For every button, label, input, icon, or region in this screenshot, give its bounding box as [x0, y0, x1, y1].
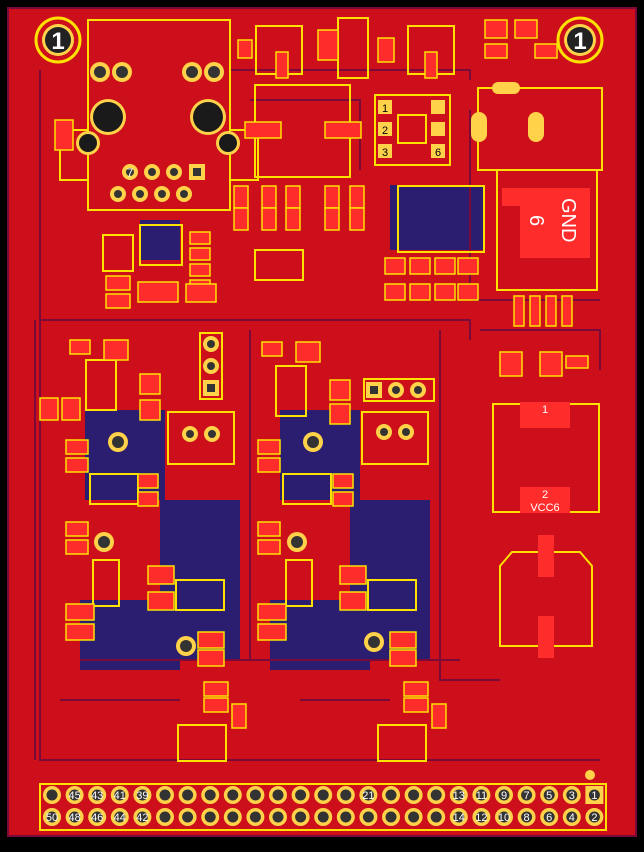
mounting-hole-right-label: 1 — [573, 28, 586, 55]
vcc-block: 1 2 VCC6 — [492, 402, 600, 514]
header-pin-top-22: 5 — [546, 790, 552, 802]
top-connector: 7 — [59, 19, 259, 211]
header-pin-bottom-3: 44 — [114, 812, 126, 824]
jumper-block: 1 2 3 6 — [374, 94, 451, 166]
header-pin-bottom-21: 8 — [524, 812, 530, 824]
vcc-pad-2: 2 — [542, 489, 548, 501]
header-pin-bottom-18: 14 — [453, 812, 465, 824]
gnd-number: 6 — [525, 215, 547, 226]
header-pin-bottom-19: 12 — [475, 812, 487, 824]
header-pin-bottom-23: 4 — [569, 812, 575, 824]
bottom-right-regulator — [499, 535, 593, 658]
header-pin-bottom-1: 48 — [68, 812, 80, 824]
gnd-pad: GND 6 — [496, 169, 598, 291]
header-pin-top-4: 39 — [136, 790, 148, 802]
header-pin-top-1: 45 — [68, 790, 80, 802]
header-pin-top-21: 7 — [524, 790, 530, 802]
gnd-label: GND — [557, 198, 579, 242]
header-pin-top-19: 11 — [476, 790, 487, 802]
vias — [94, 336, 595, 780]
jumper-pin-6: 6 — [435, 147, 441, 159]
bottom-header — [39, 783, 607, 831]
jumper-pin-3: 3 — [382, 147, 388, 159]
header-top-row: 45 43 41 39 21 13 11 9 7 5 3 1 — [43, 786, 604, 804]
header-pin-top-20: 9 — [501, 790, 507, 802]
header-pin-top-14: 21 — [362, 790, 374, 802]
smd-components — [85, 17, 485, 762]
top-right-connector — [471, 82, 603, 171]
header-pin-bottom-20: 10 — [498, 812, 510, 824]
vcc-net-label: VCC6 — [530, 502, 559, 514]
header-pin-top-18: 13 — [453, 790, 465, 802]
mounting-hole-left: 1 — [34, 16, 82, 64]
header-pin-top-2: 43 — [91, 790, 103, 802]
mounting-hole-right: 1 — [556, 16, 604, 64]
smd-pads — [39, 19, 589, 729]
header-pin-bottom-4: 42 — [136, 812, 148, 824]
header-pin-top-23: 3 — [569, 790, 575, 802]
header-pin-top-3: 41 — [114, 790, 126, 802]
mounting-hole-left-label: 1 — [51, 28, 64, 55]
jumper-pin-2: 2 — [382, 125, 388, 137]
vcc-pad-1: 1 — [542, 404, 548, 416]
connector-pin-7-label: 7 — [127, 166, 134, 180]
header-pin-bottom-24: 2 — [591, 812, 597, 824]
jumper-pin-1: 1 — [382, 103, 388, 115]
header-pin-bottom-0: 50 — [46, 812, 58, 824]
header-pin-top-24: 1 — [591, 790, 597, 802]
header-pin-bottom-22: 6 — [546, 812, 552, 824]
header-pin-bottom-2: 46 — [91, 812, 103, 824]
